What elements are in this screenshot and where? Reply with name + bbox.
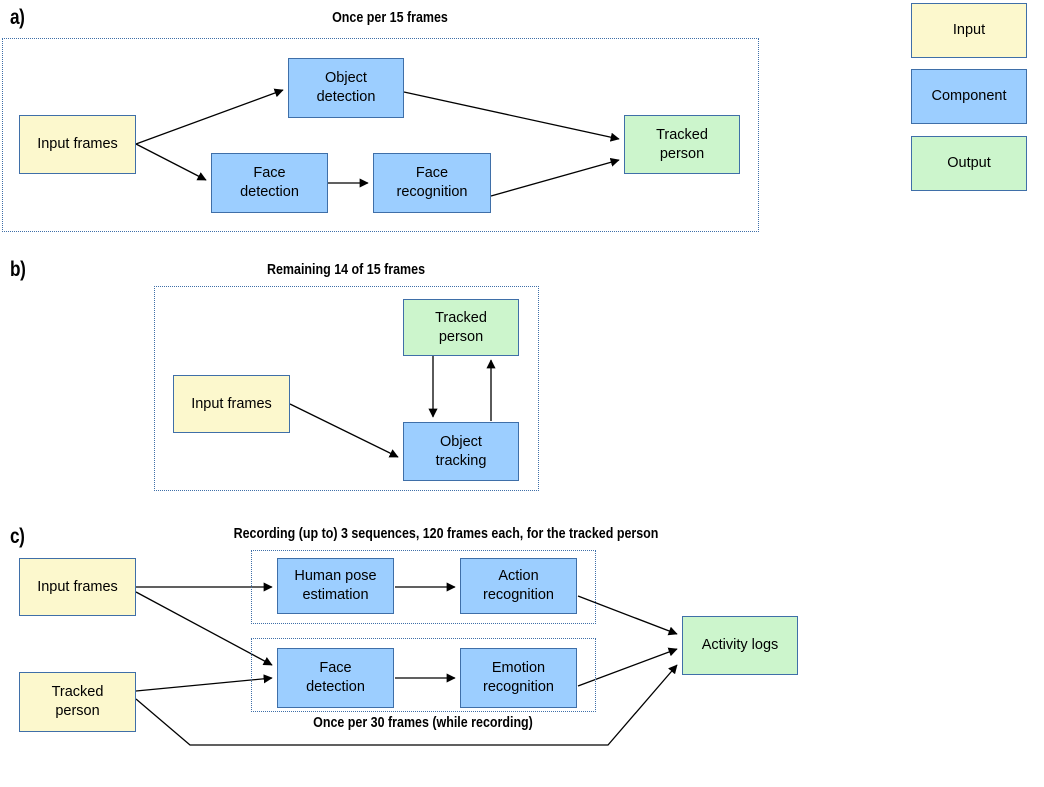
panel-c-caption-top: Recording (up to) 3 sequences, 120 frame… <box>233 526 659 542</box>
node-a-object-detection[interactable]: Object detection <box>288 58 404 118</box>
node-c-input-frames[interactable]: Input frames <box>19 558 136 616</box>
node-a-face-recognition[interactable]: Face recognition <box>373 153 491 213</box>
panel-c-label: c) <box>10 525 25 548</box>
node-c-human-pose-estimation[interactable]: Human pose estimation <box>277 558 394 614</box>
node-c-activity-logs[interactable]: Activity logs <box>682 616 798 675</box>
legend-item-component: Component <box>911 69 1027 124</box>
panel-b-group-box <box>154 286 539 491</box>
node-c-face-detection[interactable]: Face detection <box>277 648 394 708</box>
node-b-input-frames[interactable]: Input frames <box>173 375 290 433</box>
panel-b-caption: Remaining 14 of 15 frames <box>266 262 426 278</box>
node-a-tracked-person[interactable]: Tracked person <box>624 115 740 174</box>
panel-a-label: a) <box>10 6 25 29</box>
panel-c-recording-group-box <box>251 550 596 624</box>
node-a-face-detection[interactable]: Face detection <box>211 153 328 213</box>
panel-a-caption: Once per 15 frames <box>332 10 448 26</box>
panel-c-face-group-box <box>251 638 596 712</box>
panel-a-group-box <box>2 38 759 232</box>
node-a-input-frames[interactable]: Input frames <box>19 115 136 174</box>
node-b-object-tracking[interactable]: Object tracking <box>403 422 519 481</box>
node-c-action-recognition[interactable]: Action recognition <box>460 558 577 614</box>
legend-item-input: Input <box>911 3 1027 58</box>
panel-b-label: b) <box>10 258 26 281</box>
node-c-emotion-recognition[interactable]: Emotion recognition <box>460 648 577 708</box>
node-c-tracked-person[interactable]: Tracked person <box>19 672 136 732</box>
panel-c-caption-bottom: Once per 30 frames (while recording) <box>313 715 533 731</box>
legend-item-output: Output <box>911 136 1027 191</box>
node-b-tracked-person[interactable]: Tracked person <box>403 299 519 356</box>
